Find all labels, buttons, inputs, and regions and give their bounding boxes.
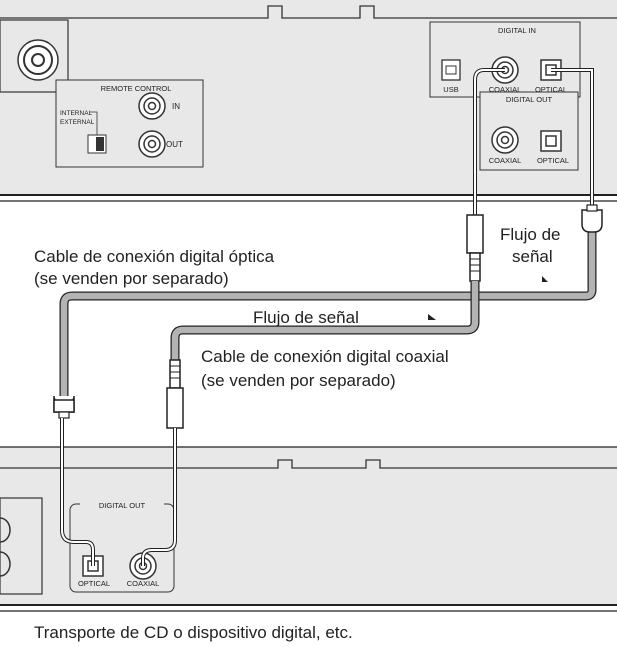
digital-out-title: DIGITAL OUT	[506, 95, 553, 104]
digital-in-title: DIGITAL IN	[498, 26, 536, 35]
signal-flow-right-arrow-icon	[512, 276, 548, 282]
external-label: EXTERNAL	[60, 119, 95, 126]
optical-cable	[53, 68, 603, 566]
top-device-rear-panel: REMOTE CONTROL INTERNAL EXTERNAL IN OUT	[0, 0, 617, 202]
remote-out-label: OUT	[166, 140, 183, 149]
bottom-left-jack-box	[0, 497, 43, 595]
digital-in-optical-label: OPTICAL	[535, 85, 567, 94]
optical-cable-label-line1: Cable de conexión digital óptica	[34, 247, 275, 266]
coaxial-plug-bottom	[169, 359, 181, 389]
optical-plug-bottom	[53, 399, 75, 413]
digital-out-optical-label: OPTICAL	[537, 156, 569, 165]
bottom-digital-out-title: DIGITAL OUT	[99, 501, 146, 510]
usb-label: USB	[443, 85, 458, 94]
remote-control-panel: REMOTE CONTROL INTERNAL EXTERNAL IN OUT	[55, 79, 204, 168]
bottom-optical-label: OPTICAL	[78, 579, 110, 588]
bottom-device-rear-panel: DIGITAL OUT OPTICAL COAXIAL	[0, 446, 617, 612]
remote-in-jack[interactable]	[138, 92, 166, 120]
optical-cable-label-line2: (se venden por separado)	[34, 269, 229, 288]
digital-out-coaxial-jack[interactable]	[491, 126, 519, 154]
signal-flow-right-line2: señal	[512, 247, 553, 266]
bottom-digital-out-panel: DIGITAL OUT OPTICAL COAXIAL	[69, 499, 175, 593]
optical-plug-top	[581, 209, 603, 233]
digital-out-optical-port[interactable]	[540, 130, 562, 152]
coaxial-cable-label-line2: (se venden por separado)	[201, 371, 396, 390]
remote-control-title: REMOTE CONTROL	[101, 84, 172, 93]
coaxial-plug-top	[466, 214, 484, 254]
signal-flow-middle-arrow-icon	[400, 314, 436, 320]
internal-label: INTERNAL	[60, 110, 93, 117]
bottom-device-caption: Transporte de CD o dispositivo digital, …	[34, 623, 353, 642]
signal-flow-right-line1: Flujo de	[500, 225, 560, 244]
signal-flow-middle-label: Flujo de señal	[253, 308, 359, 327]
usb-port[interactable]	[441, 59, 461, 81]
bottom-coaxial-label: COAXIAL	[127, 579, 160, 588]
coaxial-cable-label-line1: Cable de conexión digital coaxial	[201, 347, 449, 366]
coaxial-cable	[141, 68, 505, 566]
digital-in-coaxial-label: COAXIAL	[489, 85, 522, 94]
remote-in-label: IN	[172, 102, 180, 111]
digital-panel: DIGITAL IN DIGITAL OUT USB COAXIAL OPTIC…	[429, 21, 581, 171]
remote-out-jack[interactable]	[138, 130, 166, 158]
left-jack-box	[0, 19, 69, 93]
digital-out-coaxial-label: COAXIAL	[489, 156, 522, 165]
